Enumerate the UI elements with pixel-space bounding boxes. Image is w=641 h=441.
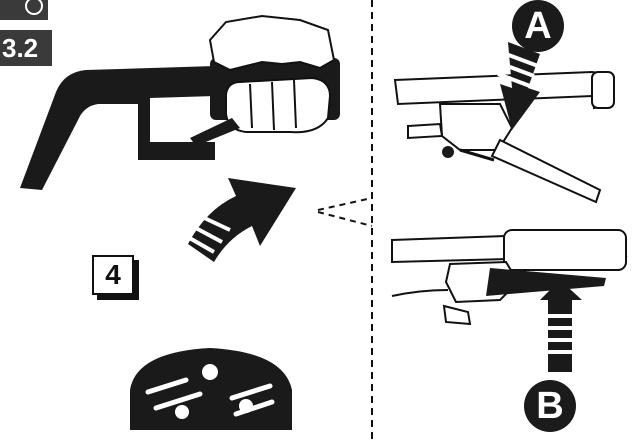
push-arrow-icon <box>186 178 296 262</box>
zoom-leader-line <box>318 212 372 226</box>
handlebar-grip-icon <box>20 16 340 190</box>
zoom-leader-line <box>318 198 372 210</box>
callout-a: A <box>512 0 564 52</box>
press-arrow-b-icon <box>540 280 582 372</box>
step-number: 4 <box>92 255 134 295</box>
brake-lever-icon <box>392 230 626 324</box>
tool-kit-icon <box>130 348 292 430</box>
callout-b: B <box>524 380 576 432</box>
